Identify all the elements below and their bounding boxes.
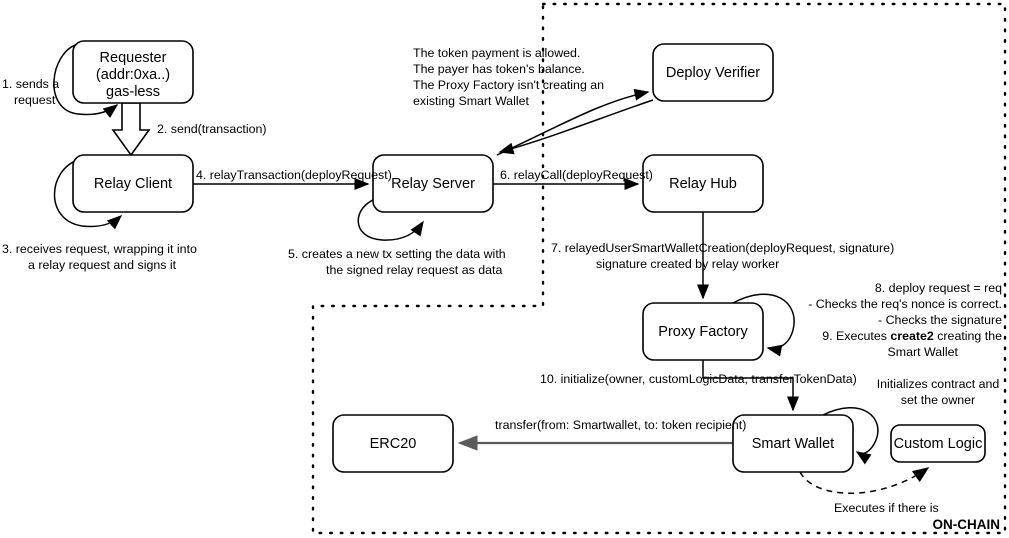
note-proxy-factory: 8. deploy request = req - Checks the req…	[808, 281, 1002, 359]
label-step7-line-0: 7. relayedUserSmartWalletCreation(deploy…	[551, 241, 894, 255]
node-requester-line-0: Requester	[100, 50, 167, 66]
label-step3-line-1: a relay request and signs it	[28, 258, 177, 272]
node-proxy-factory[interactable]: Proxy Factory	[642, 302, 764, 361]
node-erc20-label: ERC20	[370, 436, 417, 452]
label-step6: 6. relayCall(deployRequest)	[500, 168, 653, 182]
node-requester[interactable]: Requester (addr:0xa..) gas-less	[72, 40, 194, 104]
label-transfer: transfer(from: Smartwallet, to: token re…	[495, 418, 746, 432]
label-step3-line-0: 3. receives request, wrapping it into	[2, 242, 197, 256]
node-relay-hub[interactable]: Relay Hub	[642, 154, 764, 213]
label-step1-line-0: 1. sends a	[2, 77, 59, 91]
label-step3: 3. receives request, wrapping it into a …	[2, 242, 197, 272]
note-deploy-verifier: The token payment is allowed. The payer …	[413, 46, 604, 108]
edge-proxy-factory-self	[732, 293, 795, 357]
label-executes-if: Executes if there is	[834, 501, 939, 515]
edge-relay-server-self	[357, 197, 424, 241]
edge-send-transaction	[111, 102, 151, 157]
label-step5: 5. creates a new tx setting the data wit…	[288, 247, 506, 277]
edge-executes-custom-logic	[799, 467, 930, 494]
node-requester-line-2: gas-less	[106, 84, 160, 100]
label-step10: 10. initialize(owner, customLogicData, t…	[540, 372, 857, 386]
label-step4: 4. relayTransaction(deployRequest)	[196, 168, 392, 182]
edge-requester-self	[53, 43, 119, 119]
node-custom-logic-label: Custom Logic	[894, 436, 983, 452]
node-relay-hub-label: Relay Hub	[669, 176, 737, 192]
node-erc20[interactable]: ERC20	[332, 414, 454, 473]
note-factory-line-2: - Checks the req's nonce is correct.	[808, 297, 1002, 311]
on-chain-boundary	[311, 2, 1007, 535]
node-relay-client-label: Relay Client	[94, 176, 172, 192]
node-smart-wallet-label: Smart Wallet	[752, 436, 834, 452]
node-relay-server-label: Relay Server	[391, 176, 475, 192]
note-factory-line-1: 8. deploy request = req	[875, 281, 1002, 295]
note-factory-line-3: - Checks the signature	[878, 313, 1002, 327]
node-proxy-factory-label: Proxy Factory	[658, 324, 748, 340]
edge-initialize	[702, 360, 799, 412]
label-step5-line-0: 5. creates a new tx setting the data wit…	[288, 247, 506, 261]
node-smart-wallet[interactable]: Smart Wallet	[732, 414, 854, 473]
note-verifier-line-0: The token payment is allowed.	[413, 46, 580, 60]
note-verifier-line-2: The Proxy Factory isn't creating an	[413, 78, 604, 92]
label-step7: 7. relayedUserSmartWalletCreation(deploy…	[551, 241, 894, 271]
node-custom-logic[interactable]: Custom Logic	[890, 424, 986, 463]
label-step2: 2. send(transaction)	[157, 122, 267, 136]
note-factory-line-4: 9. Executes create2 creating the	[822, 329, 1002, 343]
note-factory-line-4-pre: 9. Executes	[822, 329, 890, 343]
edge-verifier-to-server	[498, 99, 654, 155]
node-relay-client[interactable]: Relay Client	[72, 154, 194, 213]
node-relay-server[interactable]: Relay Server	[372, 154, 494, 213]
note-factory-create2: create2	[890, 329, 934, 343]
note-verifier-line-3: existing Smart Wallet	[413, 94, 529, 108]
label-step1: 1. sends a request	[2, 77, 59, 107]
label-step7-line-1: signature created by relay worker	[596, 257, 779, 271]
node-deploy-verifier[interactable]: Deploy Verifier	[652, 43, 774, 102]
note-factory-line-4-post: creating the	[934, 329, 1002, 343]
note-custom-logic: Initializes contract and set the owner	[877, 377, 1000, 407]
edge-smart-wallet-self	[822, 407, 879, 465]
node-requester-line-1: (addr:0xa..)	[96, 67, 170, 83]
note-verifier-line-1: The payer has token's balance.	[413, 62, 585, 76]
edge-server-to-verifier	[496, 88, 650, 156]
on-chain-tag: ON-CHAIN	[933, 517, 1001, 532]
note-factory-line-5: Smart Wallet	[888, 345, 959, 359]
edge-relay-client-self	[53, 159, 123, 230]
node-deploy-verifier-label: Deploy Verifier	[666, 65, 760, 81]
label-step5-line-1: the signed relay request as data	[326, 263, 502, 277]
note-custom-logic-line-1: set the owner	[901, 393, 975, 407]
label-step1-line-1: request	[14, 93, 56, 107]
note-custom-logic-line-0: Initializes contract and	[877, 377, 1000, 391]
